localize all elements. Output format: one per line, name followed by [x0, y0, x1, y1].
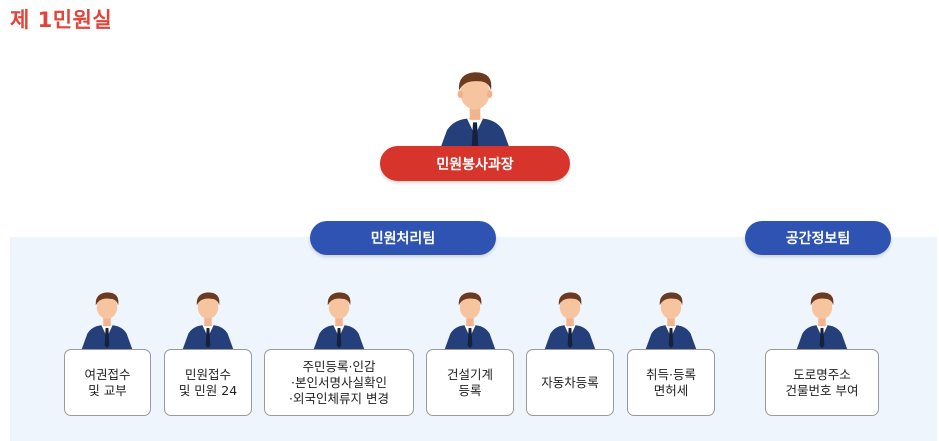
desk-card-line: 취득·등록 [646, 366, 696, 382]
desk-card-line: 도로명주소 [793, 366, 851, 382]
desk-card-line: 민원접수 [184, 366, 231, 382]
desk-card-line: 자동차등록 [541, 374, 599, 390]
desk-card-line: 주민등록·인감 [302, 358, 376, 374]
desk-person-icon [542, 285, 598, 349]
desk-card-line: 및 민원 24 [178, 382, 238, 398]
desk-card-line: 및 교부 [88, 382, 127, 398]
desk-card-line: ·외국인체류지 변경 [289, 390, 389, 406]
head-label-pill: 민원봉사과장 [380, 146, 570, 181]
team-pill-minwon: 민원처리팀 [310, 221, 496, 255]
desk-card-line: 면허세 [653, 382, 689, 398]
desk-card-line: 건물번호 부여 [785, 382, 859, 398]
desk-person-icon [311, 285, 367, 349]
desk-person-icon [794, 285, 850, 349]
page-title: 제 1민원실 [10, 8, 113, 32]
desk-card-line: 등록 [458, 382, 482, 398]
head-person-icon [435, 62, 515, 152]
desk-card-civil-reception: 민원접수 및 민원 24 [164, 349, 252, 416]
desk-card-resident-registration: 주민등록·인감 ·본인서명사실확인 ·외국인체류지 변경 [264, 349, 414, 416]
desk-card-construction-machinery: 건설기계 등록 [426, 349, 514, 416]
desk-card-vehicle-registration: 자동차등록 [526, 349, 614, 416]
desk-card-line: 여권접수 [84, 366, 131, 382]
desk-person-icon [442, 285, 498, 349]
team-pill-gonggan: 공간정보팀 [745, 221, 891, 255]
desk-person-icon [180, 285, 236, 349]
desk-card-line: ·본인서명사실확인 [291, 374, 387, 390]
desk-card-road-address: 도로명주소 건물번호 부여 [765, 349, 879, 416]
desk-person-icon [643, 285, 699, 349]
desk-card-passport: 여권접수 및 교부 [64, 349, 151, 416]
desk-card-line: 건설기계 [446, 366, 493, 382]
desk-person-icon [79, 285, 135, 349]
desk-card-acquisition-tax: 취득·등록 면허세 [627, 349, 715, 416]
